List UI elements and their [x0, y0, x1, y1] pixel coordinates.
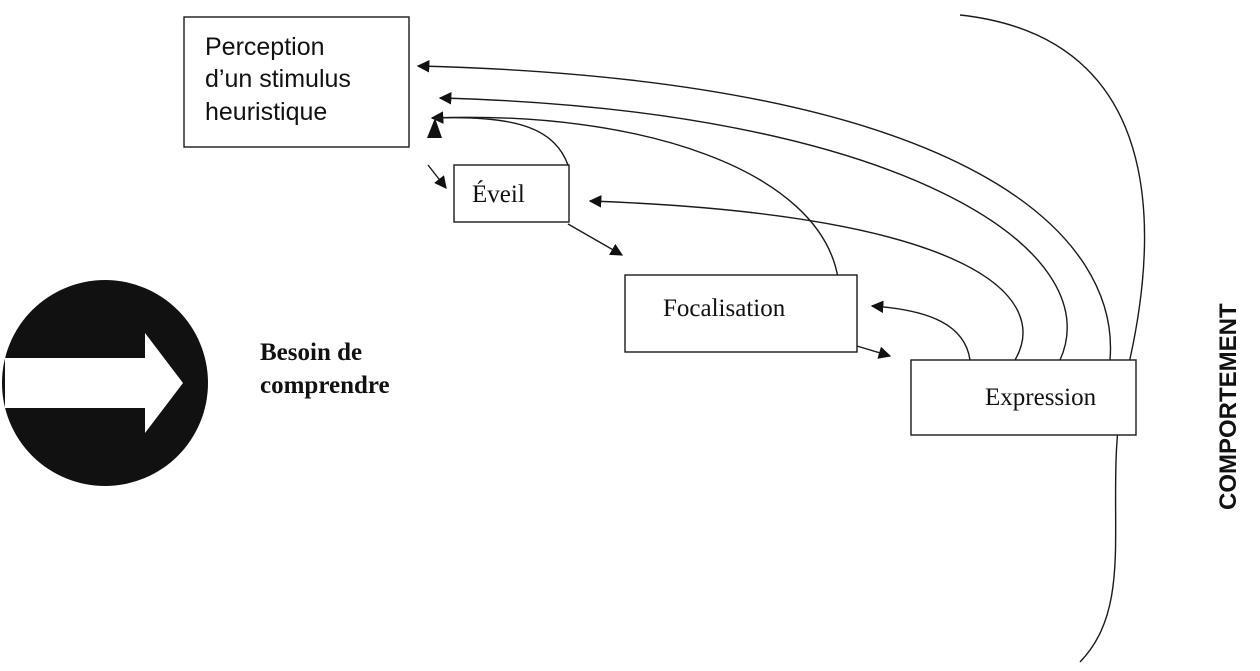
feedback-arrow-focalisation-to-perception [430, 111, 839, 279]
forward-arrow-eveil-to-focalisation [567, 223, 624, 256]
need-label-line2: comprendre [260, 372, 390, 399]
feedback-arrow-expression-to-eveil [588, 195, 1024, 361]
eveil-box: Éveil [453, 164, 570, 223]
feedback-arrow-expression-to-focalisation [870, 300, 971, 361]
perception-box: Perception d’un stimulus heuristique [183, 16, 410, 148]
expression-box: Expression [910, 359, 1137, 436]
perception-label-line1: Perception [205, 33, 325, 61]
perception-label-line2: d’un stimulus [205, 65, 351, 93]
forward-arrow-perception-to-eveil [427, 164, 447, 189]
feedback-arrow-expression-to-perception [438, 92, 1068, 361]
feedback-arrow-eveil-to-perception [434, 116, 569, 166]
feedback-arrowhead-up-to-perception [427, 118, 442, 138]
feedback-arrow-expression-to-perception-top [416, 59, 1112, 361]
right-arrow-circle-icon [2, 280, 208, 486]
focalisation-box: Focalisation [624, 274, 858, 353]
behavior-bracket-curve [959, 14, 1146, 663]
behavior-label: COMPORTEMENT [1215, 303, 1242, 510]
perception-label-line3: heuristique [205, 98, 327, 126]
eveil-label: Éveil [472, 180, 525, 208]
expression-label: Expression [985, 384, 1097, 411]
need-label-line1: Besoin de [260, 339, 362, 366]
focalisation-label: Focalisation [663, 295, 786, 322]
